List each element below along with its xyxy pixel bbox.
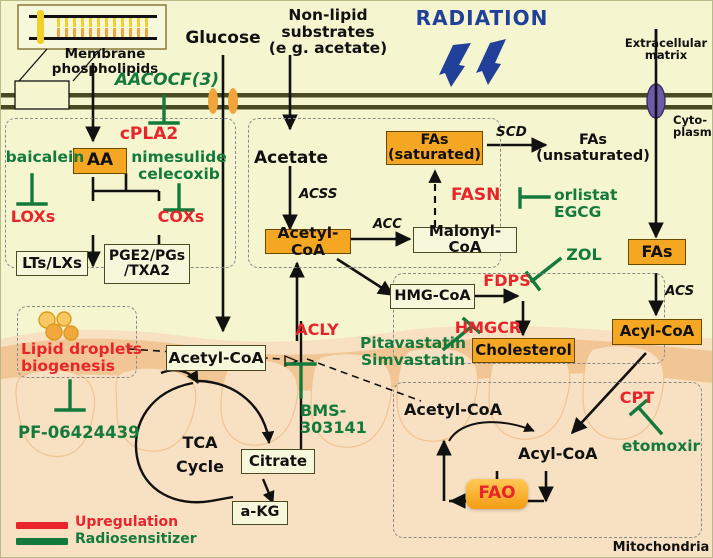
cpla2-enzyme-label: cPLA2 (119, 124, 179, 144)
lipid-droplets-biogenesis-label: Lipid droplets biogenesis (21, 340, 143, 375)
legend-swatch-upregulation (16, 522, 68, 529)
fdps-enzyme-label: FDPS (483, 271, 531, 290)
hmg-coa-box: HMG-CoA (390, 284, 475, 309)
extracellular-matrix-label: Extracellular matrix (624, 36, 708, 63)
cytoplasm-label: Cyto- plasm (673, 113, 712, 140)
akg-box: a-KG (232, 501, 288, 525)
legend-label-radiosensitizer: Radiosensitizer (75, 531, 197, 547)
tca-cycle-label: TCA Cycle (176, 433, 224, 476)
baicalein-inhibitor-label: baicalein (5, 148, 85, 166)
cholesterol-box: Cholesterol (472, 338, 575, 363)
glucose-label: Glucose (185, 28, 261, 48)
citrate-box: Citrate (241, 449, 315, 474)
acs-enzyme-label: ACS (665, 283, 695, 299)
etomoxir-inhibitor-label: etomoxir (621, 437, 701, 455)
fas-unsaturated-label: FAs (unsaturated) (536, 132, 650, 164)
acly-enzyme-label: ACLY (295, 320, 339, 339)
orlistat-egcg-inhibitor-label: orlistat EGCG (554, 186, 618, 221)
zol-inhibitor-label: ZOL (566, 245, 602, 264)
mitochondria-label: Mitochondria (612, 540, 710, 555)
pf-06424439-inhibitor-label: PF-06424439 (18, 423, 140, 442)
acetyl-coa-lipogenic-box: Acetyl-CoA (265, 225, 351, 258)
aacocf3-inhibitor-label: AACOCF(3) (114, 70, 220, 90)
statins-inhibitor-label: Pitavastatin Simvastatin (360, 334, 466, 369)
fas-saturated-box: FAs (saturated) (386, 131, 483, 165)
scd-enzyme-label: SCD (496, 124, 527, 140)
mito-acyl-coa-label: Acyl-CoA (518, 444, 598, 463)
hmgcr-enzyme-label: HMGCR (454, 318, 522, 337)
cpt-enzyme-label: CPT (619, 388, 655, 407)
acyl-coa-cytosolic-box: Acyl-CoA (612, 319, 702, 345)
pge2-pgs-txa2-box: PGE2/PGs /TXA2 (104, 244, 190, 284)
acetate-label: Acetate (253, 148, 329, 168)
legend-label-upregulation: Upregulation (75, 514, 179, 530)
mitochondria-compartment (393, 382, 702, 538)
legend-swatch-radiosensitizer (16, 538, 68, 545)
acss-enzyme-label: ACSS (299, 186, 338, 202)
acetyl-coa-cytosolic-box: Acetyl-CoA (166, 345, 266, 371)
membrane-phospholipids-label: Membrane phospholipids (51, 46, 159, 77)
lipid-droplet-icon (38, 311, 79, 341)
coxs-enzyme-label: COXs (157, 207, 205, 226)
malonyl-coa-box: Malonyl-CoA (413, 223, 517, 255)
acc-enzyme-label: ACC (373, 217, 402, 232)
lipogenesis-compartment (248, 118, 501, 268)
radiation-label: RADIATION (415, 6, 549, 30)
fas-box: FAs (628, 239, 686, 265)
lipid-droplet-compartment (17, 306, 137, 378)
loxs-enzyme-label: LOXs (10, 207, 56, 226)
lts-lxs-box: LTs/LXs (16, 251, 88, 276)
mito-acetyl-coa-label: Acetyl-CoA (404, 400, 503, 419)
non-lipid-substrates-label: Non-lipid substrates (e g. acetate) (268, 6, 388, 58)
nimesulide-celecoxib-inhibitor-label: nimesulide celecoxib (131, 148, 227, 183)
fao-box: FAO (466, 479, 528, 509)
bms-303141-inhibitor-label: BMS- 303141 (300, 401, 367, 438)
mevalonate-compartment (393, 273, 665, 364)
fasn-enzyme-label: FASN (451, 185, 501, 205)
aa-box: AA (73, 148, 127, 174)
